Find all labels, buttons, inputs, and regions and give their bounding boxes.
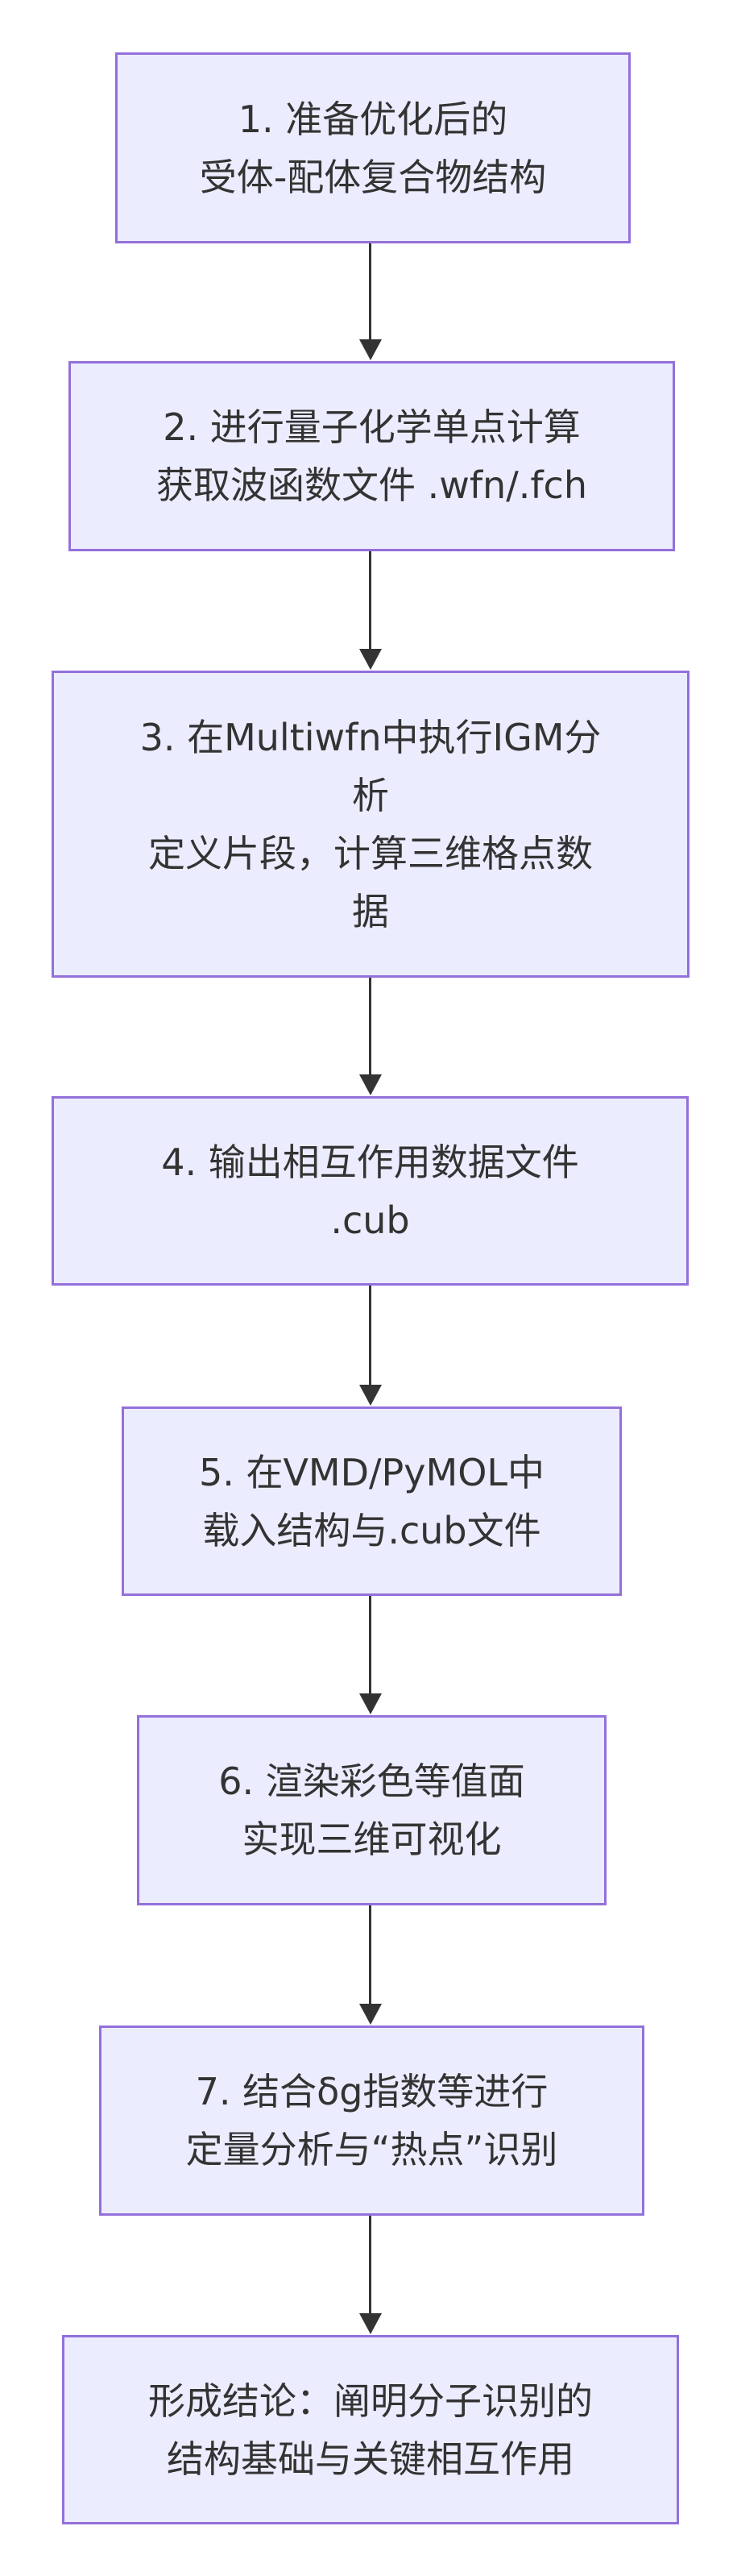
flow-arrow-4	[359, 1286, 382, 1406]
flow-node-step-6: 6. 渲染彩色等值面 实现三维可视化	[137, 1715, 607, 1905]
arrow-shaft	[369, 243, 371, 344]
arrowhead-icon	[359, 649, 382, 670]
node-text-line: 获取波函数文件 .wfn/.fch	[156, 463, 587, 507]
node-text-line: 结构基础与关键相互作用	[167, 2437, 574, 2481]
arrowhead-icon	[359, 339, 382, 360]
node-text-line: 实现三维可视化	[242, 1818, 502, 1861]
flow-node-step-4: 4. 输出相互作用数据文件 .cub	[52, 1096, 689, 1286]
node-text-line: 定量分析与“热点”识别	[185, 2128, 558, 2171]
flow-node-step-3: 3. 在Multiwfn中执行IGM分 析 定义片段，计算三维格点数 据	[52, 671, 690, 978]
arrow-shaft	[369, 2216, 371, 2318]
node-text-line: 3. 在Multiwfn中执行IGM分	[139, 715, 602, 759]
node-text-line: 析	[352, 773, 389, 817]
flow-arrow-2	[359, 551, 382, 670]
flow-node-step-7: 7. 结合δg指数等进行 定量分析与“热点”识别	[99, 2025, 644, 2216]
arrow-shaft	[369, 1905, 371, 2009]
node-text-line: 2. 进行量子化学单点计算	[163, 405, 581, 449]
node-text-line: 6. 渲染彩色等值面	[218, 1760, 525, 1803]
arrowhead-icon	[359, 1693, 382, 1714]
flow-arrow-3	[359, 978, 382, 1095]
arrow-shaft	[369, 1596, 371, 1698]
flow-node-conclusion: 形成结论：阐明分子识别的 结构基础与关键相互作用	[62, 2335, 679, 2524]
node-text-line: 4. 输出相互作用数据文件	[161, 1140, 579, 1184]
arrow-shaft	[369, 978, 371, 1079]
node-text-line: 载入结构与.cub文件	[202, 1508, 541, 1552]
arrow-shaft	[369, 551, 371, 654]
node-text-line: 形成结论：阐明分子识别的	[148, 2379, 593, 2423]
flow-node-step-1: 1. 准备优化后的 受体-配体复合物结构	[115, 52, 631, 243]
node-text-line: 1. 准备优化后的	[238, 97, 508, 141]
node-text-line: 5. 在VMD/PyMOL中	[198, 1450, 545, 1494]
arrowhead-icon	[359, 2313, 382, 2334]
flow-node-step-5: 5. 在VMD/PyMOL中 载入结构与.cub文件	[122, 1406, 622, 1596]
node-text-line: 受体-配体复合物结构	[199, 155, 547, 199]
flow-arrow-6	[359, 1905, 382, 2025]
flow-arrow-7	[359, 2216, 382, 2334]
arrowhead-icon	[359, 2004, 382, 2025]
flow-arrow-5	[359, 1596, 382, 1714]
arrow-shaft	[369, 1286, 371, 1390]
node-text-line: 据	[352, 889, 389, 933]
flow-node-step-2: 2. 进行量子化学单点计算 获取波函数文件 .wfn/.fch	[68, 361, 675, 551]
node-text-line: .cub	[330, 1198, 410, 1242]
node-text-line: 7. 结合δg指数等进行	[195, 2070, 549, 2113]
arrowhead-icon	[359, 1385, 382, 1406]
arrowhead-icon	[359, 1074, 382, 1095]
node-text-line: 定义片段，计算三维格点数	[148, 831, 593, 875]
flow-arrow-1	[359, 243, 382, 360]
